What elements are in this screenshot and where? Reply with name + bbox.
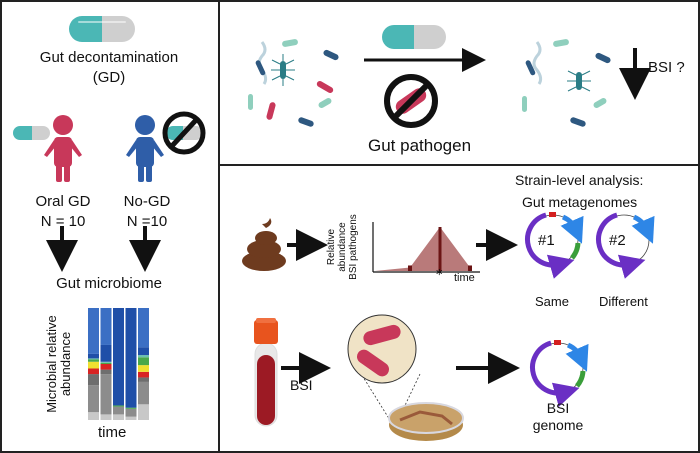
bar-segment-dark-grey — [100, 369, 112, 375]
group-oral-gd: Oral GD N = 10 — [28, 192, 98, 232]
bar-segment-green — [100, 362, 112, 364]
bar-segment-green — [138, 357, 149, 366]
gut-bacteria-cluster-before — [248, 39, 339, 127]
bar-segment-yellow — [88, 361, 99, 369]
group-n: N =10 — [126, 213, 168, 230]
person-icon-oral-gd — [44, 115, 82, 182]
genome-label-2: #2 — [609, 232, 626, 249]
group-label: No-GD — [123, 193, 171, 210]
genome-circle-2 — [596, 212, 655, 279]
bsi-event-marker: * — [436, 268, 443, 283]
gut-metagenomes-title: Gut metagenomes — [522, 194, 638, 210]
bsi-genome-label: BSI genome — [520, 400, 596, 434]
bar-segment-red — [88, 368, 99, 375]
capsule-icon-small — [13, 126, 50, 140]
bar-segment-grey — [100, 374, 112, 415]
bar-segment-green — [113, 405, 124, 407]
bar-segment-teal — [88, 358, 99, 360]
gd-title-line2: (GD) — [92, 69, 126, 86]
bar-segment-light-grey — [138, 404, 149, 420]
gut-pathogen-label: Gut pathogen — [368, 136, 472, 155]
bar-segment-green — [125, 407, 137, 409]
no-capsule-icon — [162, 111, 206, 155]
abundance-area — [375, 227, 470, 271]
sample-marker — [408, 265, 412, 271]
bar-segment-dark-grey — [138, 377, 149, 382]
bar-segment-yellow — [138, 365, 149, 372]
no-pathogen-icon — [384, 74, 438, 128]
bsi-arrow-label: BSI — [290, 377, 313, 393]
blood-tube-icon — [254, 318, 278, 427]
bar-segment-dark-blue — [100, 344, 112, 362]
stacked-bar-chart — [88, 308, 149, 420]
bsi-genome-circle — [530, 340, 589, 407]
group-no-gd: No-GD N =10 — [112, 192, 182, 232]
bar-segment-teal — [100, 361, 112, 363]
sample-marker — [468, 265, 472, 271]
bar-segment-light-grey — [100, 414, 112, 420]
gd-title: Gut decontamination (GD) — [0, 48, 218, 88]
bsi-question-label: BSI ? — [648, 59, 685, 76]
bar-segment-blue — [88, 308, 99, 354]
capsule-icon — [382, 25, 446, 49]
bar-segment-light-grey — [125, 416, 137, 420]
plot-x-axis-label: time — [454, 272, 475, 284]
bar-segment-dark-blue — [138, 347, 149, 356]
gut-bacteria-cluster-after — [522, 39, 611, 127]
gut-microbiome-title: Gut microbiome — [56, 275, 162, 292]
plot-ylabel-line1: Relative — [326, 228, 337, 266]
panel-divider-vertical — [218, 0, 220, 453]
bar-segment-light-grey — [113, 414, 124, 420]
group-n: N = 10 — [40, 213, 86, 230]
plot-ylabel-line3: BSI pathogens — [348, 214, 359, 280]
bar-segment-dark-blue — [88, 353, 99, 359]
group-label: Oral GD — [35, 193, 91, 210]
comparison-different-label: Different — [599, 294, 648, 309]
bar-segment-blue — [138, 308, 149, 348]
plot-y-axis-label: Relative abundance BSI pathogens — [326, 214, 359, 280]
bar-segment-teal — [138, 355, 149, 358]
bar-segment-dark-grey — [88, 374, 99, 386]
bar-segment-dark-blue — [113, 308, 124, 406]
bar-segment-green — [88, 359, 99, 362]
bsi-genome-line1: BSI — [546, 400, 570, 416]
bsi-genome-line2: genome — [532, 417, 584, 433]
bar-segment-grey — [88, 385, 99, 413]
bar-segment-light-grey — [88, 412, 99, 420]
gd-title-line1: Gut decontamination — [39, 49, 179, 66]
panel-divider-horizontal — [218, 164, 700, 166]
genome-circle-1 — [525, 212, 584, 279]
bar-segment-grey — [125, 408, 137, 417]
bar-segment-blue — [100, 308, 112, 345]
bar-segment-dark-blue — [125, 308, 137, 408]
comparison-same-label: Same — [535, 294, 569, 309]
bar-segment-red — [100, 364, 112, 370]
chart-x-axis-label: time — [98, 424, 127, 441]
abundance-plot: * — [372, 222, 480, 283]
person-icon-no-gd — [126, 115, 164, 182]
culture-magnification — [347, 314, 421, 426]
stool-icon — [242, 218, 286, 271]
bar-segment-grey — [138, 381, 149, 405]
plot-ylabel-line2: abundance — [337, 222, 348, 272]
sample-marker — [438, 227, 442, 271]
bar-segment-grey — [113, 406, 124, 415]
genome-label-1: #1 — [538, 232, 555, 249]
petri-dish-icon — [388, 402, 464, 441]
bar-segment-red — [138, 371, 149, 378]
strain-analysis-title: Strain-level analysis: — [515, 172, 644, 188]
capsule-icon — [69, 16, 135, 42]
